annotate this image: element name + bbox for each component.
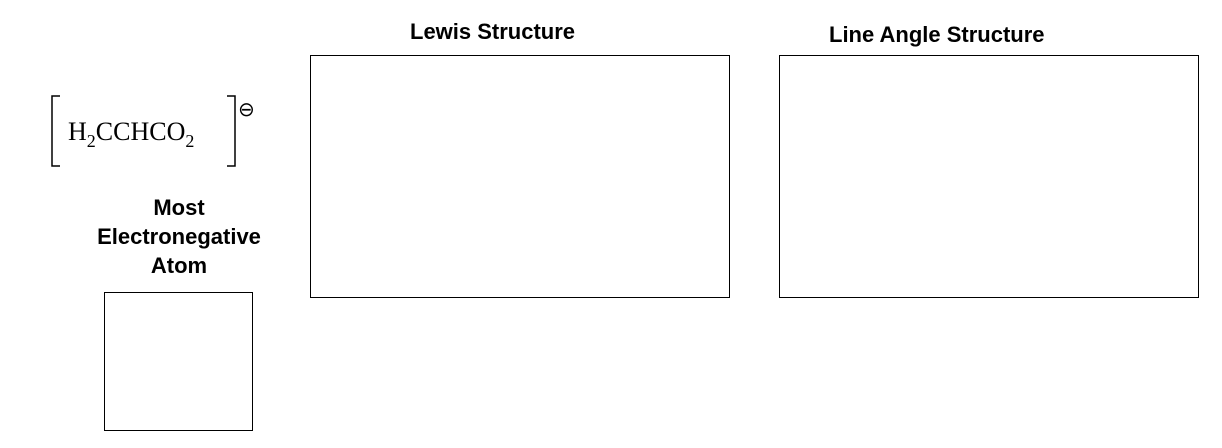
formula-subscript-2: 2 bbox=[185, 131, 194, 151]
right-bracket bbox=[227, 95, 236, 167]
line-angle-structure-answer-box[interactable] bbox=[779, 55, 1199, 298]
most-electronegative-atom-answer-box[interactable] bbox=[104, 292, 253, 431]
formula-subscript-1: 2 bbox=[87, 131, 96, 151]
left-bracket bbox=[51, 95, 60, 167]
line-angle-structure-heading: Line Angle Structure bbox=[829, 22, 1045, 47]
label-line-1: Most bbox=[153, 195, 205, 220]
lewis-structure-answer-box[interactable] bbox=[310, 55, 730, 298]
label-line-3: Atom bbox=[150, 253, 208, 278]
most-electronegative-atom-label: Most Electronegative Atom bbox=[60, 193, 298, 280]
formula-graphic: H2CCHCO2 ⊖ bbox=[51, 95, 255, 167]
negative-charge-icon: ⊖ bbox=[238, 97, 255, 121]
formula-part-1: H bbox=[68, 117, 87, 146]
lewis-structure-heading: Lewis Structure bbox=[410, 19, 576, 44]
formula-part-2: CCHCO bbox=[96, 117, 186, 146]
label-line-2: Electronegative bbox=[97, 224, 261, 249]
chemical-formula: H2CCHCO2 ⊖ bbox=[46, 92, 262, 172]
formula-text: H2CCHCO2 bbox=[68, 117, 194, 151]
